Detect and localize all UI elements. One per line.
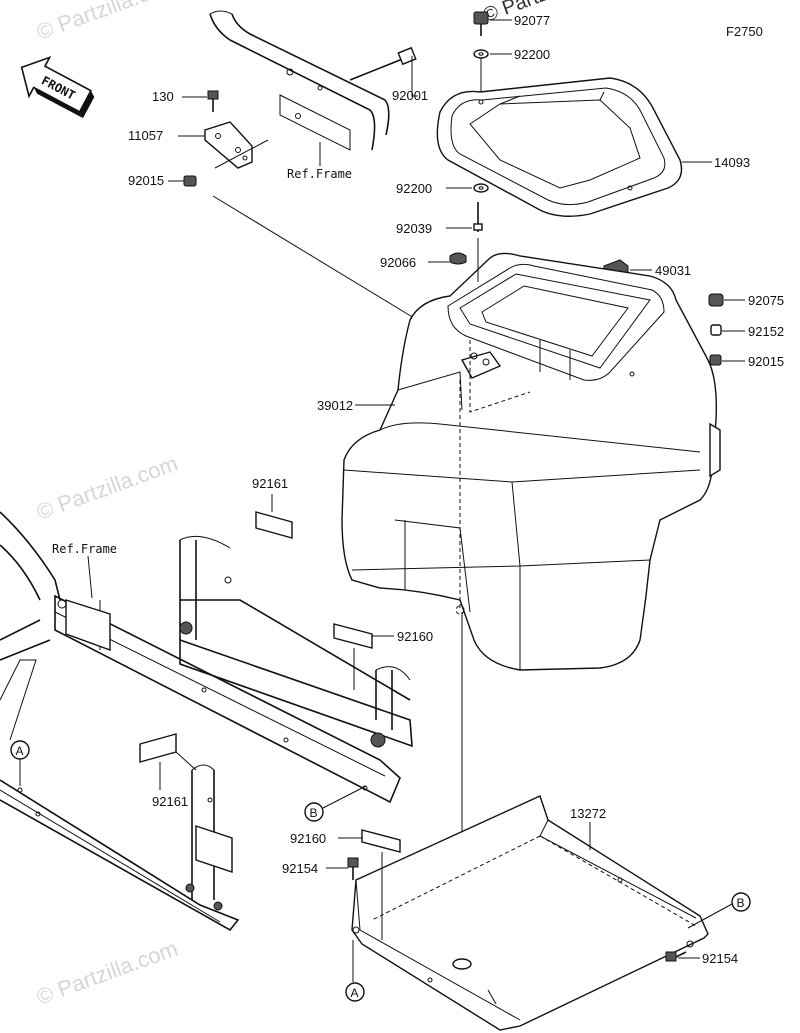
lower-frame [0, 511, 413, 932]
callout-b-right-text: B [737, 896, 745, 910]
floor-panel-13272 [351, 795, 709, 1031]
part-label-39012: 39012 [317, 398, 353, 413]
callout-a-left-text: A [16, 744, 24, 758]
pad-92160-bottom [361, 829, 401, 853]
part-label-11057: 11057 [128, 128, 163, 143]
watermark: © Partzilla.com [33, 0, 181, 45]
part-label-92039: 92039 [396, 221, 432, 236]
callout-a-bottom: A [345, 982, 365, 1002]
pad-92161-bottom [139, 733, 177, 763]
part-label-130: 130 [152, 89, 174, 104]
bolt-92001 [349, 46, 417, 81]
watermark: © Partzilla.com [33, 936, 181, 1010]
part-label-92200-mid: 92200 [396, 181, 432, 196]
callout-b-right: B [687, 892, 751, 929]
part-label-92154-right: 92154 [702, 951, 738, 966]
part-label-92015-left: 92015 [128, 173, 164, 188]
grommet-92075 [708, 293, 724, 307]
nut-92015-right [709, 354, 722, 366]
key-92077 [473, 11, 489, 36]
part-label-13272: 13272 [570, 806, 606, 821]
washer-92200-mid [473, 183, 489, 193]
upper-frame-rail [209, 10, 390, 151]
nut-92015-left [183, 175, 197, 187]
part-label-92077: 92077 [514, 13, 550, 28]
pad-92161-top [255, 511, 293, 539]
part-label-92152: 92152 [748, 324, 784, 339]
figure-code: F2750 [726, 24, 763, 39]
part-label-92066: 92066 [380, 255, 416, 270]
part-label-92161-top: 92161 [252, 476, 288, 491]
storage-box-39012 [341, 252, 721, 671]
bracket-11057 [204, 121, 253, 169]
part-label-92015-right: 92015 [748, 354, 784, 369]
part-label-92001: 92001 [392, 88, 428, 103]
ref-frame-top-label: Ref.Frame [287, 167, 352, 181]
collar-92152 [710, 324, 722, 336]
pin-92039 [473, 202, 483, 232]
bolt-92154-left [347, 857, 359, 880]
ref-frame-bottom-label: Ref.Frame [52, 542, 117, 556]
callout-a-bottom-text: A [351, 986, 359, 1000]
part-label-92160-bottom: 92160 [290, 831, 326, 846]
part-label-14093: 14093 [714, 155, 750, 170]
part-label-92075: 92075 [748, 293, 784, 308]
bolt-92154-right [665, 951, 687, 962]
washer-92200-top [473, 49, 489, 59]
front-arrow-icon: FRONT [20, 55, 95, 119]
part-label-92161-bottom: 92161 [152, 794, 188, 809]
watermark: © Partzilla.com [33, 451, 181, 525]
callout-a-left: A [10, 740, 30, 786]
callout-b-mid: B [304, 785, 367, 822]
callout-b-mid-text: B [310, 806, 318, 820]
bolt-130 [207, 90, 219, 112]
part-label-92160-mid: 92160 [397, 629, 433, 644]
cap-92066 [449, 252, 467, 265]
part-label-92154-left: 92154 [282, 861, 318, 876]
part-label-92200-top: 92200 [514, 47, 550, 62]
pad-92160-mid [333, 623, 373, 649]
lid-14093 [436, 77, 683, 217]
part-label-49031: 49031 [655, 263, 691, 278]
